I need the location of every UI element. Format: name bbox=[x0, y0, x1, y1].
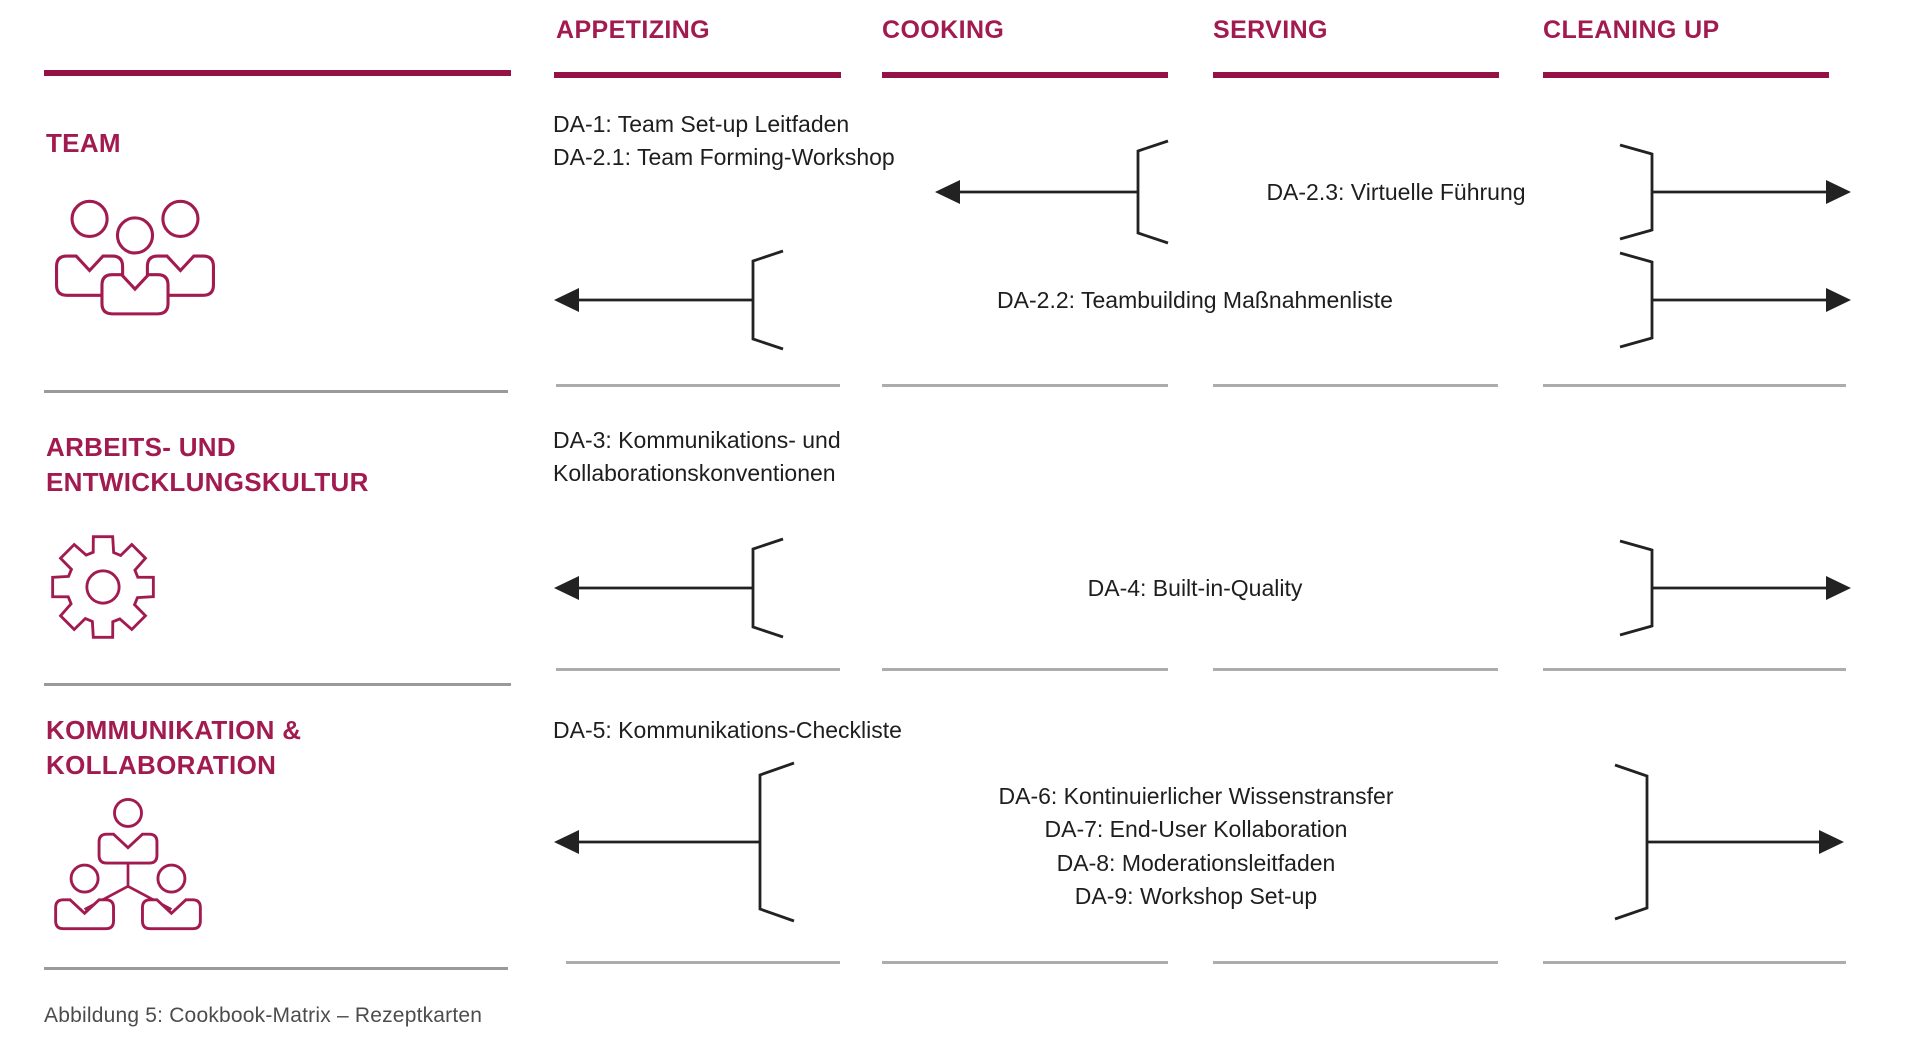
right-arrow bbox=[1645, 826, 1847, 858]
column-divider bbox=[1213, 668, 1498, 671]
recipe-card-list: DA-6: Kontinuierlicher Wissenstransfer D… bbox=[946, 780, 1446, 914]
recipe-card-da7: DA-7: End-User Kollaboration bbox=[1044, 816, 1348, 843]
serving-header-rule bbox=[1213, 72, 1499, 78]
column-divider bbox=[882, 961, 1168, 964]
cleaning-up-header-rule bbox=[1543, 72, 1829, 78]
left-arrow bbox=[551, 826, 763, 858]
column-divider bbox=[566, 961, 840, 964]
figure-caption: Abbildung 5: Cookbook-Matrix – Rezeptkar… bbox=[44, 1004, 483, 1027]
row-divider bbox=[44, 967, 508, 970]
right-arrow bbox=[1650, 176, 1854, 208]
left-arrow bbox=[551, 572, 755, 604]
row-label-line: KOLLABORATION bbox=[46, 750, 277, 780]
recipe-card-da9: DA-9: Workshop Set-up bbox=[1074, 883, 1318, 910]
left-collector-bracket bbox=[750, 760, 800, 924]
appetizing-header-rule bbox=[554, 72, 841, 78]
row-label-line: ENTWICKLUNGSKULTUR bbox=[46, 467, 369, 497]
column-header-serving: SERVING bbox=[1213, 16, 1328, 44]
recipe-card-da4: DA-4: Built-in-Quality bbox=[1087, 575, 1303, 601]
team-group-icon bbox=[44, 190, 226, 318]
left-collector-bracket bbox=[1128, 138, 1174, 246]
left-arrow bbox=[932, 176, 1140, 208]
column-divider bbox=[1213, 384, 1498, 387]
row-label-kommunikation-kollaboration: KOMMUNIKATION & KOLLABORATION bbox=[46, 713, 301, 783]
right-arrow bbox=[1650, 284, 1854, 316]
org-network-icon bbox=[46, 796, 210, 936]
recipe-card-da21: DA-2.1: Team Forming-Workshop bbox=[553, 144, 895, 170]
recipe-card-da3: DA-3: Kommunikations- und Kollaborations… bbox=[553, 427, 841, 486]
column-header-appetizing: APPETIZING bbox=[556, 16, 711, 44]
column-divider bbox=[1543, 384, 1846, 387]
recipe-card-da5: DA-5: Kommunikations-Checkliste bbox=[553, 717, 902, 743]
row-label-arbeits-und-entwicklungskultur: ARBEITS- UND ENTWICKLUNGSKULTUR bbox=[46, 430, 369, 500]
row-label-line: KOMMUNIKATION & bbox=[46, 715, 302, 745]
recipe-card-da1: DA-1: Team Set-up Leitfaden bbox=[553, 111, 850, 137]
column-divider bbox=[556, 384, 840, 387]
column-divider bbox=[556, 668, 840, 671]
column-divider bbox=[1543, 668, 1846, 671]
row-label-line: ARBEITS- UND bbox=[46, 432, 236, 462]
row-label-column-top-rule bbox=[44, 70, 511, 76]
column-header-cooking: COOKING bbox=[882, 16, 1005, 44]
row-label-team: TEAM bbox=[46, 128, 121, 158]
gear-icon bbox=[46, 530, 160, 644]
recipe-card-da22: DA-2.2: Teambuilding Maßnahmenliste bbox=[997, 287, 1393, 313]
column-header-cleaning-up: CLEANING UP bbox=[1543, 16, 1720, 44]
column-divider bbox=[882, 668, 1168, 671]
recipe-card-da6: DA-6: Kontinuierlicher Wissenstransfer bbox=[998, 783, 1394, 809]
column-divider bbox=[1213, 961, 1498, 964]
right-arrow bbox=[1650, 572, 1854, 604]
row-divider bbox=[44, 683, 511, 686]
left-arrow bbox=[551, 284, 755, 316]
row-divider bbox=[44, 390, 508, 393]
cooking-header-rule bbox=[882, 72, 1168, 78]
column-divider bbox=[1543, 961, 1846, 964]
recipe-card-da23: DA-2.3: Virtuelle Führung bbox=[1266, 179, 1526, 205]
column-divider bbox=[882, 384, 1168, 387]
left-collector-bracket bbox=[743, 536, 789, 640]
left-collector-bracket bbox=[743, 248, 789, 352]
recipe-card-da8: DA-8: Moderationsleitfaden bbox=[1056, 849, 1336, 876]
